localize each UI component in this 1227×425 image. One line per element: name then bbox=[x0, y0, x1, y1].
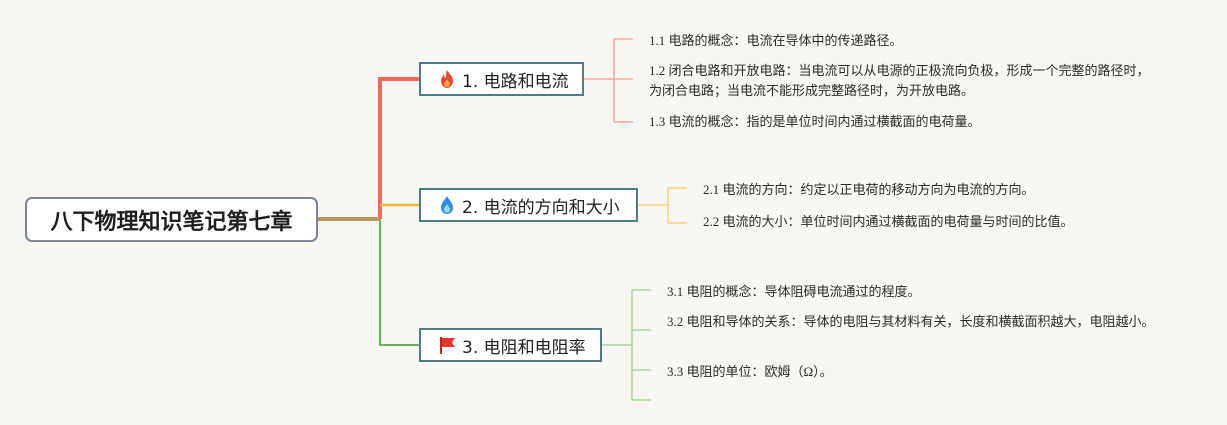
leaf-topic-2-2[interactable]: 2.2 电流的大小：单位时间内通过横截面的电荷量与时间的比值。 bbox=[703, 214, 1074, 229]
branch-topic-2-label: 2. 电流的方向和大小 bbox=[462, 197, 620, 218]
fire-icon bbox=[441, 70, 453, 88]
branch-topic-3-label: 3. 电阻和电阻率 bbox=[462, 337, 586, 358]
branch-1-leaf-bracket bbox=[584, 38, 633, 123]
branch-topic-3[interactable]: 3. 电阻和电阻率 bbox=[419, 328, 602, 362]
branch-2-leaf-bracket bbox=[638, 187, 687, 224]
leaf-topic-1-1[interactable]: 1.1 电路的概念：电流在导体中的传递路径。 bbox=[649, 33, 903, 48]
leaf-topic-1-2[interactable]: 1.2 闭合电路和开放电路：当电流可以从电源的正极流向负极，形成一个完整的路径时… bbox=[649, 63, 1150, 98]
leaf-topic-3-2[interactable]: 3.2 电阻和导体的关系：导体的电阻与其材料有关，长度和横截面积越大，电阻越小。 bbox=[667, 314, 1155, 329]
branch-3-connector bbox=[379, 219, 419, 346]
branch-1-connector bbox=[378, 77, 419, 219]
leaf-topic-3-1[interactable]: 3.1 电阻的概念：导体阻碍电流通过的程度。 bbox=[667, 284, 921, 299]
branch-topic-1[interactable]: 1. 电路和电流 bbox=[419, 62, 584, 96]
root-topic-label: 八下物理知识笔记第七章 bbox=[50, 209, 293, 235]
leaf-topic-3-3[interactable]: 3.3 电阻的单位：欧姆（Ω）。 bbox=[667, 364, 833, 379]
branch-topic-1-label: 1. 电路和电流 bbox=[462, 71, 569, 92]
red-flag-icon bbox=[440, 337, 455, 354]
branch-topic-2[interactable]: 2. 电流的方向和大小 bbox=[419, 188, 638, 222]
leaf-topic-1-3[interactable]: 1.3 电流的概念：指的是单位时间内通过横截面的电荷量。 bbox=[649, 114, 981, 129]
leaf-topic-2-1[interactable]: 2.1 电流的方向：约定以正电荷的移动方向为电流的方向。 bbox=[703, 182, 1035, 197]
water-drop-icon bbox=[441, 196, 453, 214]
root-topic[interactable]: 八下物理知识笔记第七章 bbox=[25, 197, 318, 242]
branch-3-leaf-bracket bbox=[602, 289, 651, 401]
